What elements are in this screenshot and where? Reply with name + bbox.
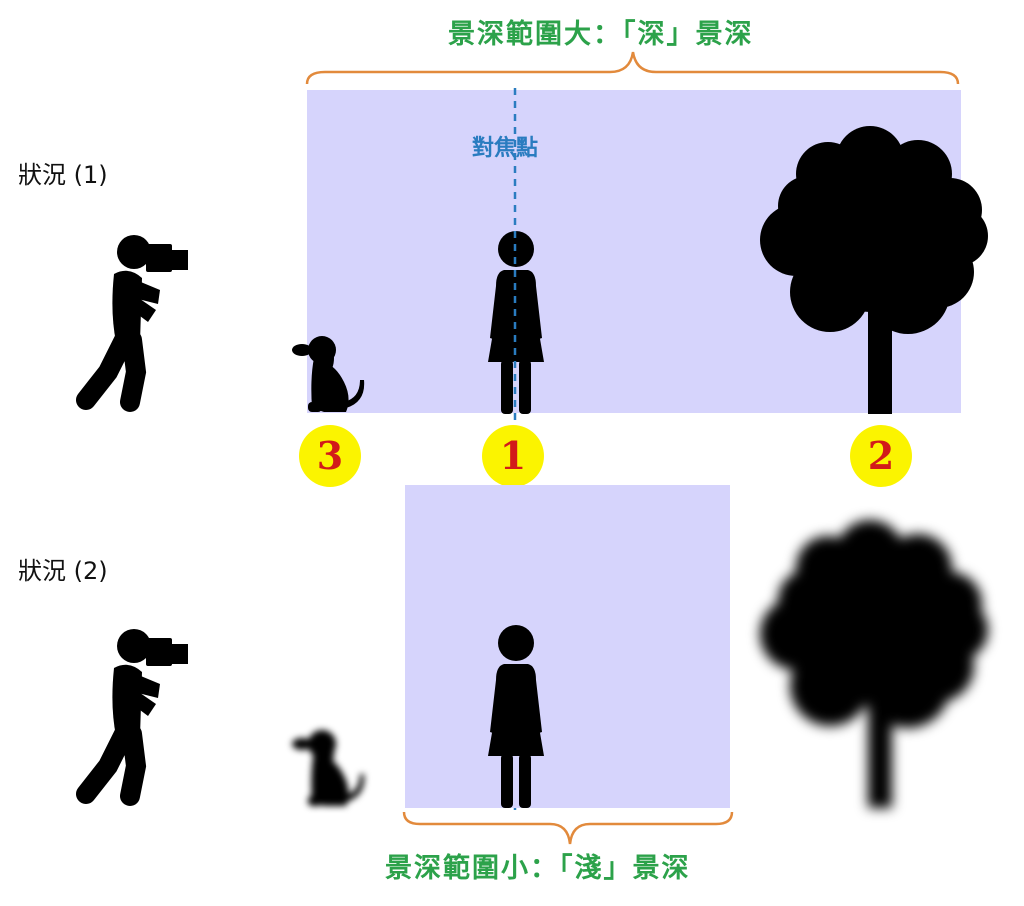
photographer-icon [76,629,188,806]
dog-icon [292,336,365,412]
badge-2: 2 [850,425,912,487]
situation-2-label: 狀況 (2) [18,557,108,585]
situation-1-label: 狀況 (1) [18,161,108,189]
person-icon [488,625,544,808]
focus-point-label: 對焦點 [472,136,539,161]
shallow-dof-zone [405,485,730,808]
tree-icon [760,520,988,808]
badge-3: 3 [299,425,361,487]
deep-dof-brace [305,51,960,85]
photographer-icon [76,235,188,412]
shallow-dof-label: 景深範圍小：「淺」景深 [385,853,691,884]
deep-dof-label: 景深範圍大：「深」景深 [448,19,754,50]
dog-icon [292,730,365,806]
badge-1: 1 [482,425,544,487]
shallow-dof-brace [402,811,734,845]
tree-icon [760,126,988,414]
